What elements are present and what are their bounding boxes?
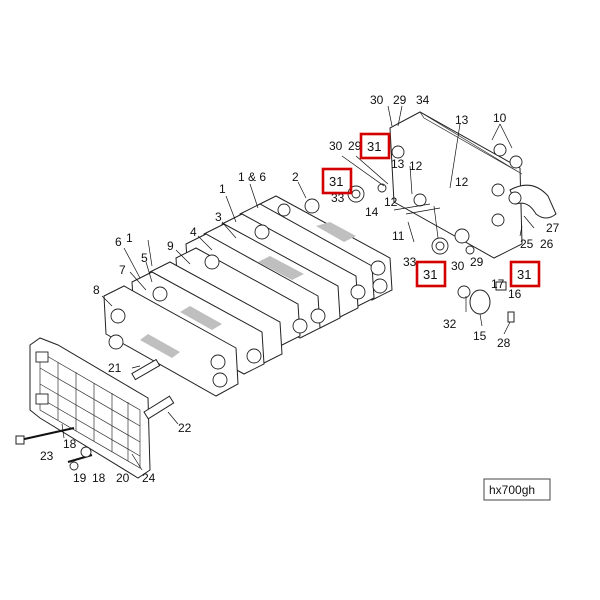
highlighted-callouts: 31 31 31 31 [321, 132, 541, 288]
callout-24: 24 [142, 471, 156, 485]
pressure-plate-24 [29, 337, 151, 479]
drawing-id: hx700gh [489, 483, 535, 497]
callout-11: 11 [392, 229, 405, 243]
callout-8: 8 [93, 283, 100, 297]
callout-25: 25 [520, 237, 534, 251]
callout-30: 30 [451, 259, 465, 273]
callout-4: 4 [190, 225, 197, 239]
callout-33: 33 [403, 255, 417, 269]
callout-13: 13 [455, 113, 469, 127]
callout-30: 30 [329, 139, 343, 153]
callout-5: 5 [141, 251, 148, 265]
highlight-callout-31: 31 [517, 267, 531, 282]
end-cap-group [457, 281, 515, 323]
callout-29: 29 [348, 139, 362, 153]
callout-17: 17 [491, 277, 505, 291]
callout-12: 12 [409, 159, 423, 173]
highlight-box [321, 167, 353, 195]
callout-34: 34 [416, 93, 430, 107]
highlight-box [415, 260, 447, 288]
callout-14: 14 [365, 205, 379, 219]
callout-33: 33 [331, 191, 345, 205]
callout-21: 21 [108, 361, 122, 375]
highlight-callout-31: 31 [367, 139, 381, 154]
callout-13: 13 [391, 157, 405, 171]
callout-26: 26 [540, 237, 554, 251]
callout-12: 12 [455, 175, 469, 189]
callout-27: 27 [546, 221, 560, 235]
callout-30: 30 [370, 93, 384, 107]
callout-18: 18 [92, 471, 106, 485]
frame-plate-34 [389, 111, 523, 259]
callout-1: 1 [219, 182, 226, 196]
callout-12: 12 [384, 195, 398, 209]
highlight-callout-31: 31 [423, 267, 437, 282]
highlight-box [359, 132, 391, 160]
tie-bars [131, 358, 175, 420]
clamping-bolts [15, 427, 93, 471]
elbow-pipe-27 [508, 184, 557, 219]
callout-7: 7 [119, 263, 126, 277]
callout-15: 15 [473, 329, 487, 343]
leader-lines [61, 105, 535, 471]
callout-23: 23 [40, 449, 54, 463]
callout-2: 2 [292, 170, 299, 184]
callout-16: 16 [508, 287, 522, 301]
callout-10: 10 [493, 111, 507, 125]
callout-18: 18 [63, 437, 77, 451]
highlight-box [509, 260, 541, 288]
callout-6: 6 [115, 235, 122, 249]
callout-labels: 30 29 34 30 29 13 10 13 12 12 12 33 14 1… [40, 93, 560, 485]
callout-9: 9 [167, 239, 174, 253]
callout-29: 29 [393, 93, 407, 107]
callout-1-and-6: 1 & 6 [238, 170, 266, 184]
callout-3: 3 [215, 210, 222, 224]
plate-pack [103, 195, 393, 397]
callout-22: 22 [178, 421, 192, 435]
callout-20: 20 [116, 471, 130, 485]
callout-19: 19 [73, 471, 87, 485]
callout-1: 1 [126, 231, 133, 245]
callout-32: 32 [443, 317, 457, 331]
drawing-id-tag: hx700gh [483, 478, 551, 501]
highlight-callout-31: 31 [329, 174, 343, 189]
callout-29: 29 [470, 255, 484, 269]
callout-28: 28 [497, 336, 511, 350]
